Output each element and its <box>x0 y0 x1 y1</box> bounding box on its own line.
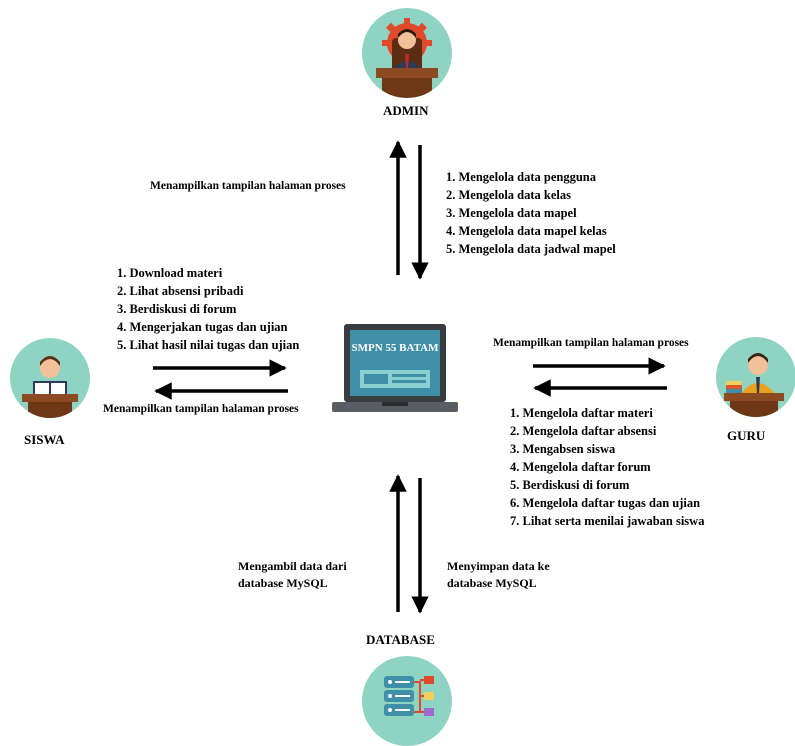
admin-action-item: 2. Mengelola data kelas <box>446 188 571 202</box>
admin-action-item: 4. Mengelola data mapel kelas <box>446 224 607 238</box>
siswa-action-item: 3. Berdiskusi di forum <box>117 302 237 316</box>
admin-avatar <box>362 8 452 98</box>
student-icon <box>22 356 78 418</box>
guru-action-item: 6. Mengelola daftar tugas dan ujian <box>510 496 701 510</box>
admin-action-item: 3. Mengelola data mapel <box>446 206 577 220</box>
guru-label: GURU <box>727 428 766 443</box>
database-store-line: Menyimpan data ke <box>447 559 550 573</box>
system-laptop: SMPN 55 BATAM <box>330 322 460 432</box>
admin-action-list: 1. Mengelola data pengguna 2. Mengelola … <box>446 168 616 258</box>
guru-action-item: 7. Lihat serta menilai jawaban siswa <box>510 514 705 528</box>
guru-response-text: Menampilkan tampilan halaman proses <box>493 337 689 349</box>
guru-action-item: 3. Mengabsen siswa <box>510 442 616 456</box>
guru-action-item: 5. Berdiskusi di forum <box>510 478 630 492</box>
guru-action-item: 4. Mengelola daftar forum <box>510 460 651 474</box>
siswa-action-list: 1. Download materi 2. Lihat absensi prib… <box>117 264 299 354</box>
admin-response-text: Menampilkan tampilan halaman proses <box>150 180 346 192</box>
teacher-icon <box>724 353 784 417</box>
guru-action-list: 1. Mengelola daftar materi 2. Mengelola … <box>510 404 704 530</box>
siswa-avatar <box>10 338 90 418</box>
database-label: DATABASE <box>366 632 435 647</box>
database-icon <box>384 676 434 716</box>
admin-action-item: 1. Mengelola data pengguna <box>446 170 597 184</box>
guru-action-item: 2. Mengelola daftar absensi <box>510 424 657 438</box>
siswa-action-item: 5. Lihat hasil nilai tugas dan ujian <box>117 338 300 352</box>
siswa-action-item: 1. Download materi <box>117 266 223 280</box>
admin-action-item: 5. Mengelola data jadwal mapel <box>446 242 616 256</box>
siswa-action-item: 4. Mengerjakan tugas dan ujian <box>117 320 288 334</box>
siswa-action-item: 2. Lihat absensi pribadi <box>117 284 244 298</box>
guru-action-item: 1. Mengelola daftar materi <box>510 406 653 420</box>
laptop-icon <box>332 324 458 412</box>
siswa-label: SISWA <box>24 432 65 447</box>
database-store-text: Menyimpan data ke database MySQL <box>447 558 550 592</box>
database-fetch-line: Mengambil data dari <box>238 559 347 573</box>
guru-avatar <box>716 337 795 417</box>
admin-label: ADMIN <box>383 103 429 118</box>
siswa-response-text: Menampilkan tampilan halaman proses <box>103 403 299 415</box>
database-fetch-text: Mengambil data dari database MySQL <box>238 558 347 592</box>
database-fetch-line: database MySQL <box>238 576 328 590</box>
database-store-line: database MySQL <box>447 576 537 590</box>
admin-icon <box>376 18 438 98</box>
database-avatar <box>362 656 452 746</box>
system-name: SMPN 55 BATAM <box>351 342 439 354</box>
